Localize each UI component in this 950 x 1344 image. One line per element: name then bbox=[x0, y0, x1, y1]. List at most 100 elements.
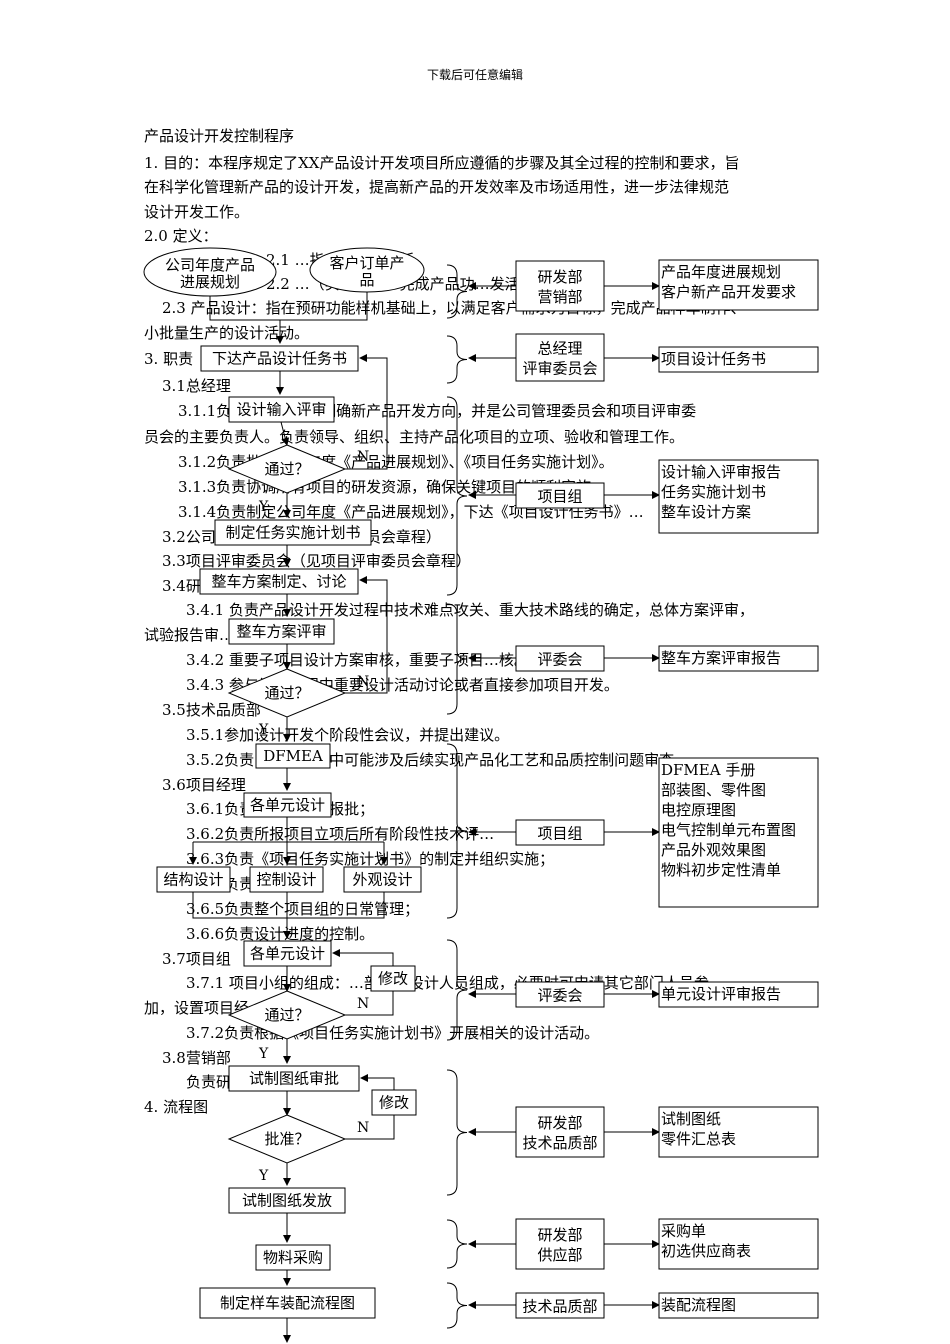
output-document-box-line: 采购单 bbox=[661, 1222, 706, 1240]
body-line: 1. 目的：本程序规定了XX产品设计开发项目所应遵循的步骤及其全过程的控制和要求… bbox=[144, 154, 740, 172]
decision-pass-1: 通过？ bbox=[227, 444, 347, 494]
step-assembly-flow-label: 制定样车装配流程图 bbox=[220, 1294, 355, 1312]
no-label: N bbox=[357, 996, 369, 1012]
body-line: 3.3项目评审委员会（见项目评审委员会章程） bbox=[162, 552, 471, 570]
body-line: 3. 职责 bbox=[144, 350, 194, 368]
document-title: 产品设计开发控制程序 bbox=[144, 127, 295, 145]
output-document-box-line: 客户新产品开发要求 bbox=[661, 283, 796, 301]
department-box-line: 研发部 bbox=[537, 1114, 582, 1132]
no-label: N bbox=[357, 1120, 369, 1136]
output-document-box: 项目设计任务书 bbox=[658, 346, 819, 373]
department-box-line: 项目组 bbox=[537, 825, 582, 843]
body-line: 3.6项目经理 bbox=[162, 776, 246, 794]
step-drawing-approval: 试制图纸审批 bbox=[228, 1065, 360, 1092]
step-appearance-design: 外观设计 bbox=[343, 866, 422, 893]
output-document-box-line: 任务实施计划书 bbox=[661, 483, 766, 501]
output-document-box-line: 零件汇总表 bbox=[661, 1130, 736, 1148]
step-procurement: 物料采购 bbox=[255, 1244, 331, 1271]
step-struct-design: 结构设计 bbox=[156, 866, 231, 893]
department-box-line: 研发部 bbox=[537, 268, 582, 286]
output-document-box: 单元设计评审报告 bbox=[658, 981, 819, 1008]
department-box: 评委会 bbox=[515, 645, 605, 672]
decision-pass-3-label: 通过？ bbox=[264, 1006, 309, 1024]
department-box-line: 总经理 bbox=[537, 340, 582, 358]
output-document-box-line: 设计输入评审报告 bbox=[661, 463, 781, 481]
body-line: 员会的主要负责人。负责领导、组织、主持产品化项目的立项、验收和管理工作。 bbox=[144, 428, 685, 446]
body-line: 3.5技术品质部 bbox=[162, 701, 261, 719]
step-assembly-flow: 制定样车装配流程图 bbox=[199, 1287, 376, 1319]
output-document-box-line: 产品外观效果图 bbox=[661, 841, 766, 859]
department-box: 技术品质部 bbox=[515, 1292, 605, 1319]
body-line: 3.1总经理 bbox=[162, 377, 231, 395]
output-document-box: DFMEA 手册部装图、零件图电控原理图电气控制单元布置图产品外观效果图物料初步… bbox=[658, 757, 819, 908]
step-vehicle-plan: 整车方案制定、讨论 bbox=[199, 568, 359, 595]
step-struct-design-label: 结构设计 bbox=[163, 871, 223, 889]
step-input-review: 设计输入评审 bbox=[228, 396, 335, 423]
step-issue-task-label: 下达产品设计任务书 bbox=[212, 350, 347, 368]
step-vehicle-review: 整车方案评审 bbox=[228, 618, 335, 645]
step-modify-1-label: 修改 bbox=[378, 970, 408, 988]
body-line: 3.6.5负责整个项目组的日常管理； bbox=[186, 900, 420, 918]
output-document-box-line: 项目设计任务书 bbox=[661, 350, 766, 368]
step-drawing-release-label: 试制图纸发放 bbox=[242, 1192, 332, 1210]
step-modify-2: 修改 bbox=[371, 1089, 417, 1116]
output-document-box-line: DFMEA 手册 bbox=[661, 761, 755, 779]
step-vehicle-review-label: 整车方案评审 bbox=[236, 623, 326, 641]
start-annual-plan: 公司年度产品进展规划 bbox=[143, 247, 277, 297]
body-line: 3.6.6负责设计进度的控制。 bbox=[186, 925, 375, 943]
body-line: 3.6.3负责《项目任务实施计划书》的制定并组织实施； bbox=[186, 850, 555, 868]
decision-pass-2: 通过？ bbox=[227, 668, 347, 718]
decision-approve: 批准？ bbox=[227, 1114, 347, 1164]
output-document-box-line: 电气控制单元布置图 bbox=[661, 821, 796, 839]
department-box: 评委会 bbox=[515, 981, 605, 1008]
step-vehicle-plan-label: 整车方案制定、讨论 bbox=[211, 573, 346, 591]
output-document-box-line: 物料初步定性清单 bbox=[661, 861, 781, 879]
body-line: 2.0 定义： bbox=[144, 227, 218, 245]
output-document-box-line: 装配流程图 bbox=[661, 1296, 736, 1314]
page-header: 下载后可任意编辑 bbox=[426, 68, 523, 82]
step-input-review-label: 设计输入评审 bbox=[236, 401, 326, 419]
output-document-box-line: 初选供应商表 bbox=[661, 1242, 751, 1260]
body-line: 小批量生产的设计活动。 bbox=[144, 324, 310, 342]
decision-pass-3: 通过？ bbox=[227, 990, 347, 1040]
body-line: 4. 流程图 bbox=[144, 1098, 209, 1116]
step-modify-2-label: 修改 bbox=[379, 1094, 409, 1112]
department-box-line: 营销部 bbox=[537, 288, 582, 306]
department-box-line: 评委会 bbox=[537, 987, 582, 1005]
body-line: 在科学化管理新产品的设计开发，提高新产品的开发效率及市场适用性，进一步法律规范 bbox=[144, 178, 730, 196]
yes-label: Y bbox=[258, 499, 269, 515]
start-customer-order: 客户订单产品 bbox=[309, 247, 425, 293]
output-document-box-line: 产品年度进展规划 bbox=[661, 263, 781, 281]
body-line: 3.6.2负责所报项目立项后所有阶段性技术评… bbox=[186, 825, 495, 843]
decision-pass-2-label: 通过？ bbox=[264, 684, 309, 702]
step-dfmea-label: DFMEA bbox=[263, 747, 323, 765]
yes-label: Y bbox=[258, 1168, 269, 1184]
output-document-box-line: 试制图纸 bbox=[661, 1110, 721, 1128]
step-appearance-design-label: 外观设计 bbox=[352, 871, 412, 889]
body-line: 设计开发工作。 bbox=[144, 203, 250, 221]
step-unit-design-2-label: 各单元设计 bbox=[250, 945, 325, 963]
step-dfmea: DFMEA bbox=[255, 743, 331, 769]
body-line: 3.7项目组 bbox=[162, 950, 231, 968]
output-document-box-line: 部装图、零件图 bbox=[661, 781, 766, 799]
body-line: 3.5.1参加设计开发个阶段性会议，并提出建议。 bbox=[186, 726, 510, 744]
step-make-plan-label: 制定任务实施计划书 bbox=[225, 524, 360, 542]
yes-label: Y bbox=[258, 722, 269, 738]
flow-connectors bbox=[189, 264, 660, 1343]
department-box-line: 研发部 bbox=[537, 1226, 582, 1244]
start-annual-plan-label: 公司年度产品进展规划 bbox=[165, 256, 255, 291]
body-line: 3.8营销部 bbox=[162, 1049, 231, 1067]
step-modify-1: 修改 bbox=[370, 965, 416, 992]
output-document-box: 装配流程图 bbox=[658, 1292, 819, 1319]
output-document-box-line: 单元设计评审报告 bbox=[661, 985, 781, 1003]
step-control-design-label: 控制设计 bbox=[256, 871, 316, 889]
department-box: 项目组 bbox=[515, 482, 605, 509]
